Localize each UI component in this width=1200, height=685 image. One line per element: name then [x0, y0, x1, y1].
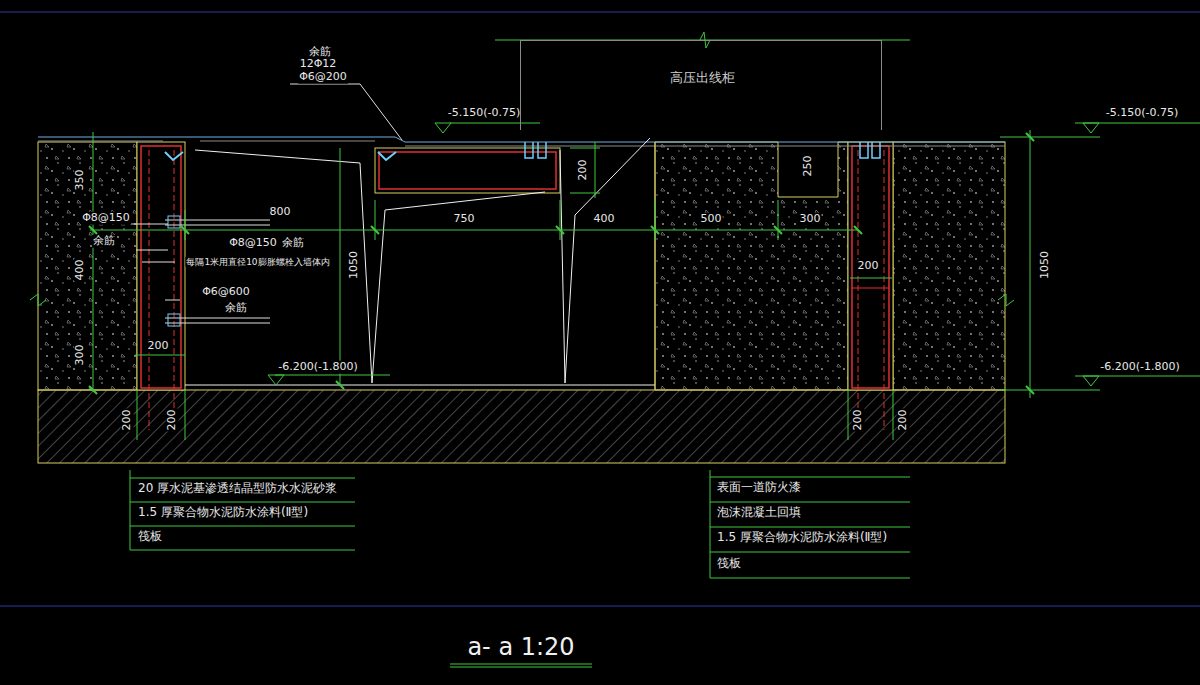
note-text: 1.5 厚聚合物水泥防水涂料(Ⅱ型) — [137, 506, 309, 520]
annotation-text: -6.200(-1.800) — [277, 361, 359, 374]
annotation-text: Φ8@150 — [228, 237, 278, 250]
annotation-text: 余筋 — [281, 237, 305, 250]
dimension-text: 200 — [121, 409, 134, 432]
note-text: 20 厚水泥基渗透结晶型防水水泥砂浆 — [137, 482, 338, 496]
note-text: 筏板 — [716, 557, 742, 571]
annotation-text: 每隔1米用直径10膨胀螺栓入墙体内 — [185, 257, 330, 267]
note-text: 泡沫混凝土回填 — [716, 506, 802, 520]
dimension-text: 200 — [897, 409, 910, 432]
annotation-text: Φ8@150 — [81, 212, 131, 225]
dimension-text: 200 — [852, 409, 865, 432]
annotation-text: 200 — [147, 340, 170, 353]
cabinet-box: 高压出线柜 — [520, 40, 882, 130]
cabinet-label: 高压出线柜 — [670, 69, 735, 87]
annotation-text: 500 — [700, 213, 723, 226]
dimension-text: 1050 — [1039, 250, 1052, 280]
note-text: 表面一道防火漆 — [716, 481, 802, 495]
annotation-text: 余筋 — [308, 46, 332, 59]
dimension-text: 400 — [74, 259, 87, 282]
dimension-text: 250 — [802, 155, 815, 178]
annotation-text: 12Φ12 — [299, 58, 338, 71]
annotation-text: -5.150(-0.75) — [447, 107, 522, 120]
annotation-text: Φ6@600 — [201, 286, 251, 299]
annotation-text: -6.200(-1.800) — [1099, 361, 1181, 374]
dimension-text: 200 — [577, 159, 590, 182]
annotation-text: 400 — [593, 213, 616, 226]
dimension-text: 200 — [166, 409, 179, 432]
annotation-text: 余筋 — [224, 302, 248, 315]
dimension-text: 350 — [74, 169, 87, 192]
annotation-text: 800 — [269, 206, 292, 219]
annotation-text: 200 — [857, 260, 880, 273]
annotation-text: 300 — [799, 213, 822, 226]
annotation-text: 余筋 — [92, 235, 116, 248]
annotation-text: 750 — [453, 213, 476, 226]
dimension-text: 1050 — [348, 250, 361, 280]
note-text: 筏板 — [137, 530, 163, 544]
dimension-text: 300 — [74, 344, 87, 367]
section-caption: a- a 1:20 — [466, 634, 575, 662]
annotation-text: -5.150(-0.75) — [1105, 107, 1180, 120]
note-text: 1.5 厚聚合物水泥防水涂料(Ⅱ型) — [716, 531, 888, 545]
annotation-text: Φ6@200 — [298, 71, 348, 84]
